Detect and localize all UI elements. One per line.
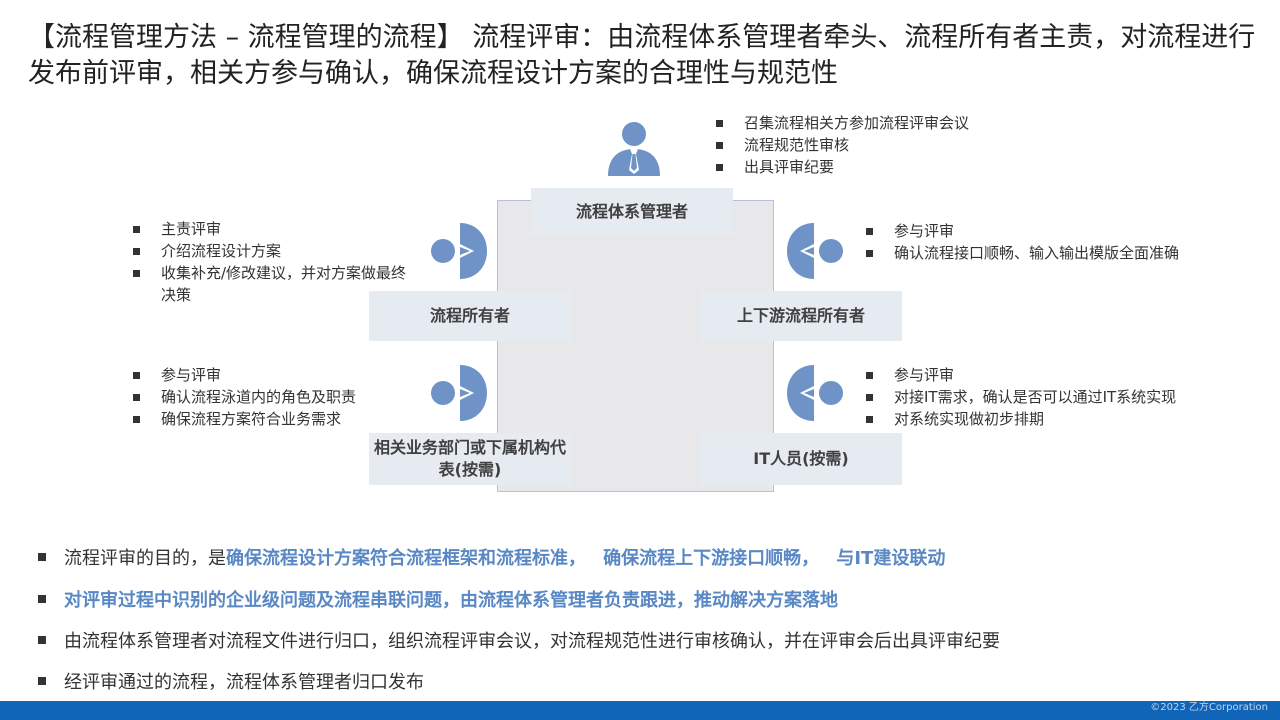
bullet-item: 主责评审 [133, 218, 418, 240]
role-label-business-dept-representative: 相关业务部门或下属机构代表(按需) [369, 433, 571, 485]
point-text: 流程评审的目的，是 [64, 548, 226, 569]
person-facing-right-icon [431, 223, 487, 279]
bullet-square [38, 636, 46, 644]
bottom-point-document-filing: 由流程体系管理者对流程文件进行归口，组织流程评审会议，对流程规范性进行审核确认，… [38, 629, 1258, 655]
bullet-square [38, 595, 46, 603]
point-highlight: 确保流程上下游接口顺畅， [603, 548, 820, 569]
bottom-point-purpose: 流程评审的目的，是确保流程设计方案符合流程框架和流程标准， 确保流程上下游接口顺… [38, 546, 1258, 572]
manager-person-icon [608, 122, 660, 176]
bullet-item: 出具评审纪要 [716, 156, 1056, 178]
bullet-item: 确认流程接口顺畅、输入输出模版全面准确 [866, 242, 1266, 264]
bullet-item: 参与评审 [866, 364, 1266, 386]
person-facing-left-icon [787, 223, 843, 279]
copyright-text: ©2023 乙方Corporation [1150, 702, 1268, 713]
bullet-item: 确认流程泳道内的角色及职责 [133, 386, 423, 408]
bottom-point-publish: 经评审通过的流程，流程体系管理者归口发布 [38, 670, 1258, 696]
bullet-item: 参与评审 [133, 364, 423, 386]
bullets-business-dept-representative: 参与评审 确认流程泳道内的角色及职责 确保流程方案符合业务需求 [133, 364, 423, 430]
bullets-up-down-stream-owner: 参与评审 确认流程接口顺畅、输入输出模版全面准确 [866, 220, 1266, 264]
role-label-process-owner: 流程所有者 [369, 291, 571, 341]
point-highlight: 对评审过程中识别的企业级问题及流程串联问题，由流程体系管理者负责跟进，推动解决方… [64, 590, 838, 611]
bullets-process-system-manager: 召集流程相关方参加流程评审会议 流程规范性审核 出具评审纪要 [716, 112, 1056, 178]
bullet-item: 参与评审 [866, 220, 1266, 242]
bullet-item: 确保流程方案符合业务需求 [133, 408, 423, 430]
footer-bar [0, 701, 1280, 720]
person-facing-left-icon [787, 365, 843, 421]
bullet-square [38, 677, 46, 685]
role-label-up-down-stream-owner: 上下游流程所有者 [700, 291, 902, 341]
bullet-item: 流程规范性审核 [716, 134, 1056, 156]
bullet-item: 召集流程相关方参加流程评审会议 [716, 112, 1056, 134]
role-label-it-staff: IT人员(按需) [700, 433, 902, 485]
bullet-item: 介绍流程设计方案 [133, 240, 418, 262]
bullet-item: 对系统实现做初步排期 [866, 408, 1266, 430]
point-text: 经评审通过的流程，流程体系管理者归口发布 [64, 672, 424, 693]
person-facing-right-icon [431, 365, 487, 421]
bullet-square [38, 553, 46, 561]
bullets-process-owner: 主责评审 介绍流程设计方案 收集补充/修改建议，并对方案做最终决策 [133, 218, 418, 306]
bottom-point-issue-followup: 对评审过程中识别的企业级问题及流程串联问题，由流程体系管理者负责跟进，推动解决方… [38, 588, 1258, 614]
point-highlight: 与IT建设联动 [836, 548, 946, 569]
point-text: 由流程体系管理者对流程文件进行归口，组织流程评审会议，对流程规范性进行审核确认，… [64, 631, 1000, 652]
role-label-process-system-manager: 流程体系管理者 [531, 188, 733, 236]
slide-title: 【流程管理方法 – 流程管理的流程】 流程评审：由流程体系管理者牵头、流程所有者… [28, 22, 1256, 89]
bullet-item: 收集补充/修改建议，并对方案做最终决策 [133, 262, 418, 306]
bullet-item: 对接IT需求，确认是否可以通过IT系统实现 [866, 386, 1266, 408]
bullets-it-staff: 参与评审 对接IT需求，确认是否可以通过IT系统实现 对系统实现做初步排期 [866, 364, 1266, 430]
point-highlight: 确保流程设计方案符合流程框架和流程标准， [226, 548, 586, 569]
